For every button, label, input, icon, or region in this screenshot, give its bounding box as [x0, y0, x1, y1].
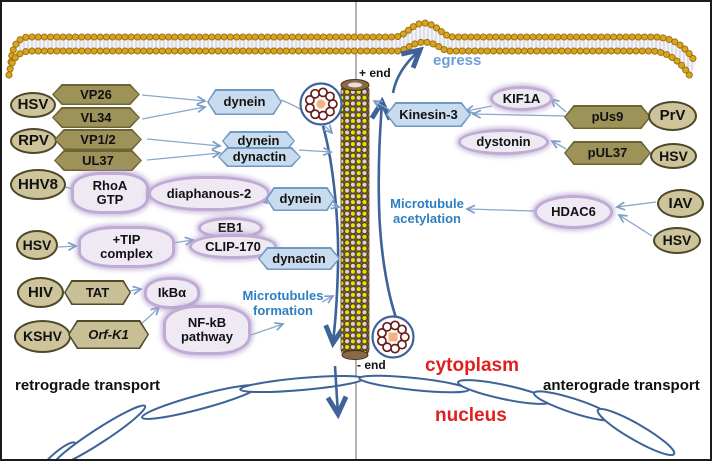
- virus-hsv-capsid: HSV: [10, 92, 56, 118]
- protein-pus9: pUs9: [564, 105, 651, 129]
- protein-pul37: pUL37: [564, 141, 651, 165]
- anterograde-arrow: [369, 96, 401, 327]
- host-nfkb-pathway: NF-kB pathway: [163, 305, 251, 355]
- retrograde-arrow-into-nucleus: [325, 365, 349, 420]
- motor-dynein-2: dynein: [222, 131, 295, 151]
- plasma-membrane: [5, 19, 700, 80]
- host-diaphanous-2: diaphanous-2: [148, 176, 270, 211]
- protein-vp1-2: VP1/2: [54, 129, 142, 150]
- nucleus-label: nucleus: [435, 405, 507, 426]
- virus-capsid-top: [299, 82, 343, 126]
- virus-capsid-bottom: [371, 315, 415, 359]
- formation-label: Microtubules formation: [242, 288, 324, 318]
- host-kif1a: KIF1A: [490, 86, 553, 111]
- motor-dynactin-2: dynactin: [218, 147, 301, 167]
- protein-orf-k1: Orf-K1: [68, 320, 149, 349]
- protein-vl34: VL34: [52, 107, 140, 128]
- motor-dynactin-3: dynactin: [258, 247, 340, 270]
- retrograde-transport-label: retrograde transport: [15, 377, 161, 394]
- plus-end-label: + end: [359, 66, 391, 80]
- host-ikba: IkBα: [144, 277, 200, 309]
- virus-prv: PrV: [648, 101, 697, 131]
- nuclear-envelope: [39, 374, 676, 459]
- microtubule: [340, 79, 370, 360]
- virus-hhv8: HHV8: [10, 169, 66, 200]
- virus-hsv-pul37: HSV: [650, 143, 697, 169]
- virus-rpv: RPV: [10, 128, 57, 154]
- anterograde-transport-label: anterograde transport: [543, 377, 700, 394]
- virus-kshv: KSHV: [14, 320, 71, 353]
- virus-hsv-hdac6: HSV: [653, 227, 701, 254]
- host-tip-complex: +TIP complex: [78, 226, 175, 268]
- egress-label: egress: [433, 52, 482, 69]
- virus-iav: IAV: [657, 189, 704, 218]
- virus-label: HSV: [17, 96, 49, 114]
- motor-dynein-3: dynein: [266, 187, 335, 211]
- host-dystonin: dystonin: [458, 129, 549, 155]
- protein-ul37: UL37: [54, 150, 142, 171]
- host-hdac6: HDAC6: [534, 195, 613, 229]
- host-rhoa-gtp: RhoA GTP: [71, 172, 149, 214]
- egress-arrow: [391, 46, 424, 94]
- cytoplasm-label: cytoplasm: [425, 355, 519, 376]
- minus-end-label: - end: [357, 358, 386, 372]
- motor-dynein-1: dynein: [207, 89, 282, 115]
- protein-tat: TAT: [64, 280, 131, 305]
- virus-hsv-tip: HSV: [16, 230, 58, 260]
- protein-vp26: VP26: [52, 84, 140, 105]
- acetylation-label: Microtubule acetylation: [390, 196, 464, 226]
- virus-hiv: HIV: [17, 277, 64, 308]
- motor-kinesin-3: Kinesin-3: [386, 102, 471, 127]
